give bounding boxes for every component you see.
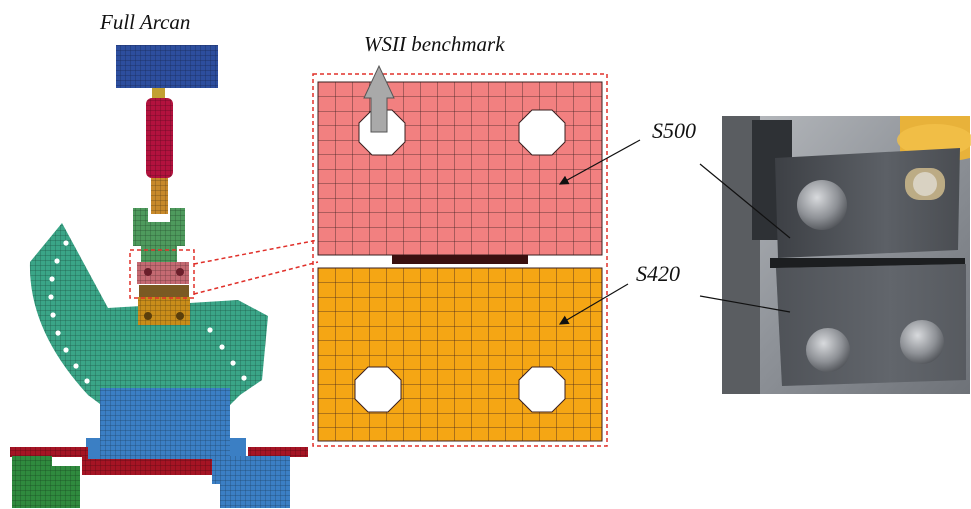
upper-grip [133, 208, 185, 262]
zoom-callout-line-bottom [193, 261, 319, 295]
lower-hole-right [518, 366, 566, 413]
base-supports [12, 456, 290, 508]
lower-bolt-right [900, 320, 944, 364]
load-head [116, 45, 218, 88]
wsii-benchmark-panel [312, 64, 641, 447]
zoom-callout-box [129, 249, 195, 299]
s500-label: S500 [652, 118, 696, 143]
s420-leader [558, 283, 629, 325]
actuator-rod [146, 88, 173, 214]
zoom-callout-line-top [193, 239, 319, 265]
upper-plate-mesh [317, 81, 603, 256]
wsii-benchmark-title: WSII benchmark [364, 32, 505, 56]
benchmark-frame [312, 73, 608, 447]
specimen-photo [699, 116, 971, 394]
upper-hole-right [518, 109, 566, 156]
s500-leader [558, 139, 641, 185]
full-arcan-title: Full Arcan [100, 10, 191, 34]
lower-plate-mesh [317, 267, 603, 442]
load-direction-arrow [363, 64, 395, 133]
base-block [86, 388, 246, 460]
arcan-fixture-model [10, 45, 319, 508]
lower-hole-left [354, 366, 402, 413]
lower-bolt-left [806, 328, 850, 372]
s420-label: S420 [636, 261, 680, 286]
specimen-detail [137, 262, 190, 325]
upper-bolt [797, 180, 847, 230]
adhesive-bond-line [392, 255, 528, 264]
